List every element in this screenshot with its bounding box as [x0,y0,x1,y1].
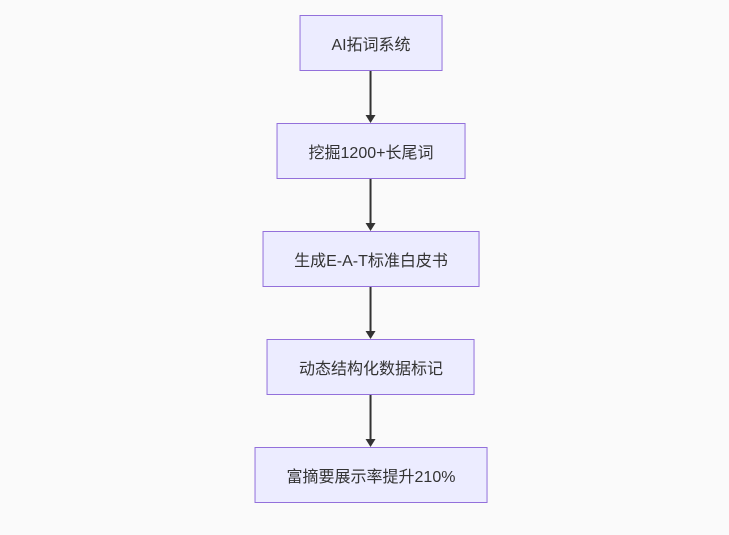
arrow-down-icon [366,287,376,339]
flow-node-label: 挖掘1200+长尾词 [308,145,434,162]
flow-node-rich-snippet-uplift: 富摘要展示率提升210% [254,447,488,503]
arrowhead-icon [366,439,376,447]
arrow-line [370,395,372,439]
flow-node-longtail-mining: 挖掘1200+长尾词 [276,123,466,179]
arrow-line [370,71,372,115]
arrow-line [370,287,372,331]
arrowhead-icon [366,115,376,123]
flow-node-label: 生成E-A-T标准白皮书 [294,253,448,270]
arrowhead-icon [366,331,376,339]
arrow-down-icon [366,71,376,123]
flow-node-eat-whitepaper: 生成E-A-T标准白皮书 [262,231,480,287]
flow-node-ai-keyword-system: AI拓词系统 [299,15,443,71]
flow-node-structured-data-markup: 动态结构化数据标记 [266,339,475,395]
flowchart: AI拓词系统 挖掘1200+长尾词 生成E-A-T标准白皮书 动态结构化数据标记 [254,15,488,503]
arrowhead-icon [366,223,376,231]
arrow-down-icon [366,395,376,447]
arrow-down-icon [366,179,376,231]
flow-node-label: 富摘要展示率提升210% [286,469,456,486]
arrow-line [370,179,372,223]
flow-node-label: 动态结构化数据标记 [298,361,443,378]
flow-node-label: AI拓词系统 [331,37,411,54]
